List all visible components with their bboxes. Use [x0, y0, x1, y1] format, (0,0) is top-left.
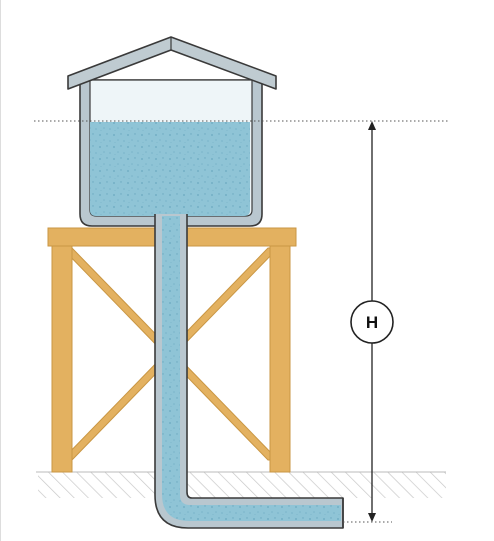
height-marker-label: H: [366, 313, 378, 332]
tank-icon: [79, 79, 263, 227]
ground-icon: [36, 471, 446, 498]
left-border-rule: [0, 0, 1, 541]
tank-water: [90, 122, 250, 216]
reference-lines: [34, 120, 448, 523]
height-arrow-icon: H: [350, 121, 394, 522]
roof-icon: [67, 36, 277, 90]
height-marker-circle: [350, 300, 394, 344]
pipe-icon: [154, 214, 344, 529]
